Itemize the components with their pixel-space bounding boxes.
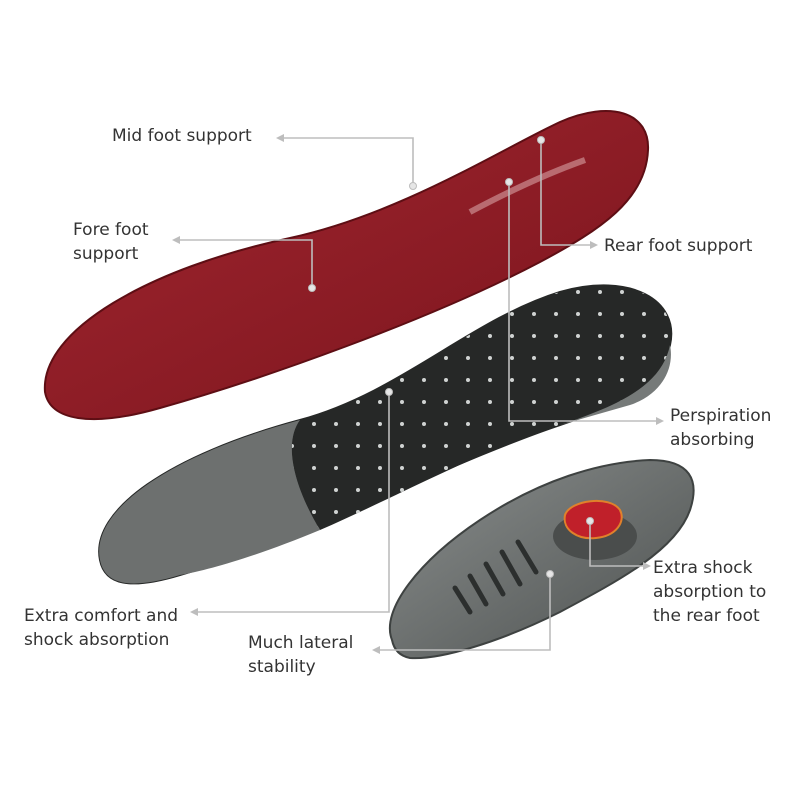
arrow-fore-foot-icon <box>172 236 180 244</box>
arrow-mid-foot-icon <box>276 134 284 142</box>
label-line: Extra shock <box>653 558 753 578</box>
label-extra-shock-absorption: Extra shock absorption to the rear foot <box>653 556 766 628</box>
leader-lateral <box>378 574 551 651</box>
leader-extra-comfort <box>196 392 390 613</box>
label-line: Mid foot support <box>112 126 252 146</box>
label-line: stability <box>248 657 316 677</box>
leader-fore-foot <box>178 239 313 288</box>
arrow-lateral-icon <box>372 646 380 654</box>
label-line: Extra comfort and <box>24 606 179 626</box>
label-lateral-stability: Much lateral stability <box>248 631 353 679</box>
endpoint-rear-foot-dot <box>537 136 545 144</box>
cup-vents <box>452 539 539 615</box>
endpoint-fore-foot-dot <box>308 284 316 292</box>
arrow-extra-comfort-icon <box>190 608 198 616</box>
label-line: Rear foot support <box>604 236 753 256</box>
heel-cup <box>389 458 695 660</box>
leader-rear-foot <box>540 140 592 246</box>
label-line: Much lateral <box>248 633 354 653</box>
leader-arrowheads <box>172 134 664 654</box>
top-layer-insole <box>43 110 650 420</box>
leader-perspiration <box>508 182 658 422</box>
label-line: Fore foot <box>73 220 149 240</box>
brand-mark-icon <box>468 157 587 215</box>
label-fore-foot-support: Fore foot support <box>73 218 149 266</box>
endpoint-perspiration-dot <box>505 178 513 186</box>
endpoint-lateral-dot <box>546 570 554 578</box>
endpoint-mid-foot-dot <box>409 182 417 190</box>
leader-extra-shock <box>589 521 645 567</box>
leader-mid-foot <box>282 137 414 186</box>
label-line: absorption to <box>653 582 767 602</box>
label-line: the rear foot <box>653 606 760 626</box>
label-line: Perspiration <box>670 406 772 426</box>
label-rear-foot-support: Rear foot support <box>604 234 752 258</box>
label-line: absorbing <box>670 430 755 450</box>
label-perspiration-absorbing: Perspiration absorbing <box>670 404 771 452</box>
label-extra-comfort: Extra comfort and shock absorption <box>24 604 178 652</box>
middle-layer-insole <box>98 284 673 585</box>
label-line: support <box>73 244 139 264</box>
endpoint-extra-shock-dot <box>586 517 594 525</box>
label-line: shock absorption <box>24 630 170 650</box>
leader-lines <box>178 137 658 651</box>
arrow-rear-foot-icon <box>590 241 598 249</box>
arrow-perspiration-icon <box>656 417 664 425</box>
label-mid-foot-support: Mid foot support <box>112 124 252 148</box>
leader-endpoints <box>308 136 594 578</box>
arrow-extra-shock-icon <box>643 562 651 570</box>
endpoint-extra-comfort-dot <box>385 388 393 396</box>
